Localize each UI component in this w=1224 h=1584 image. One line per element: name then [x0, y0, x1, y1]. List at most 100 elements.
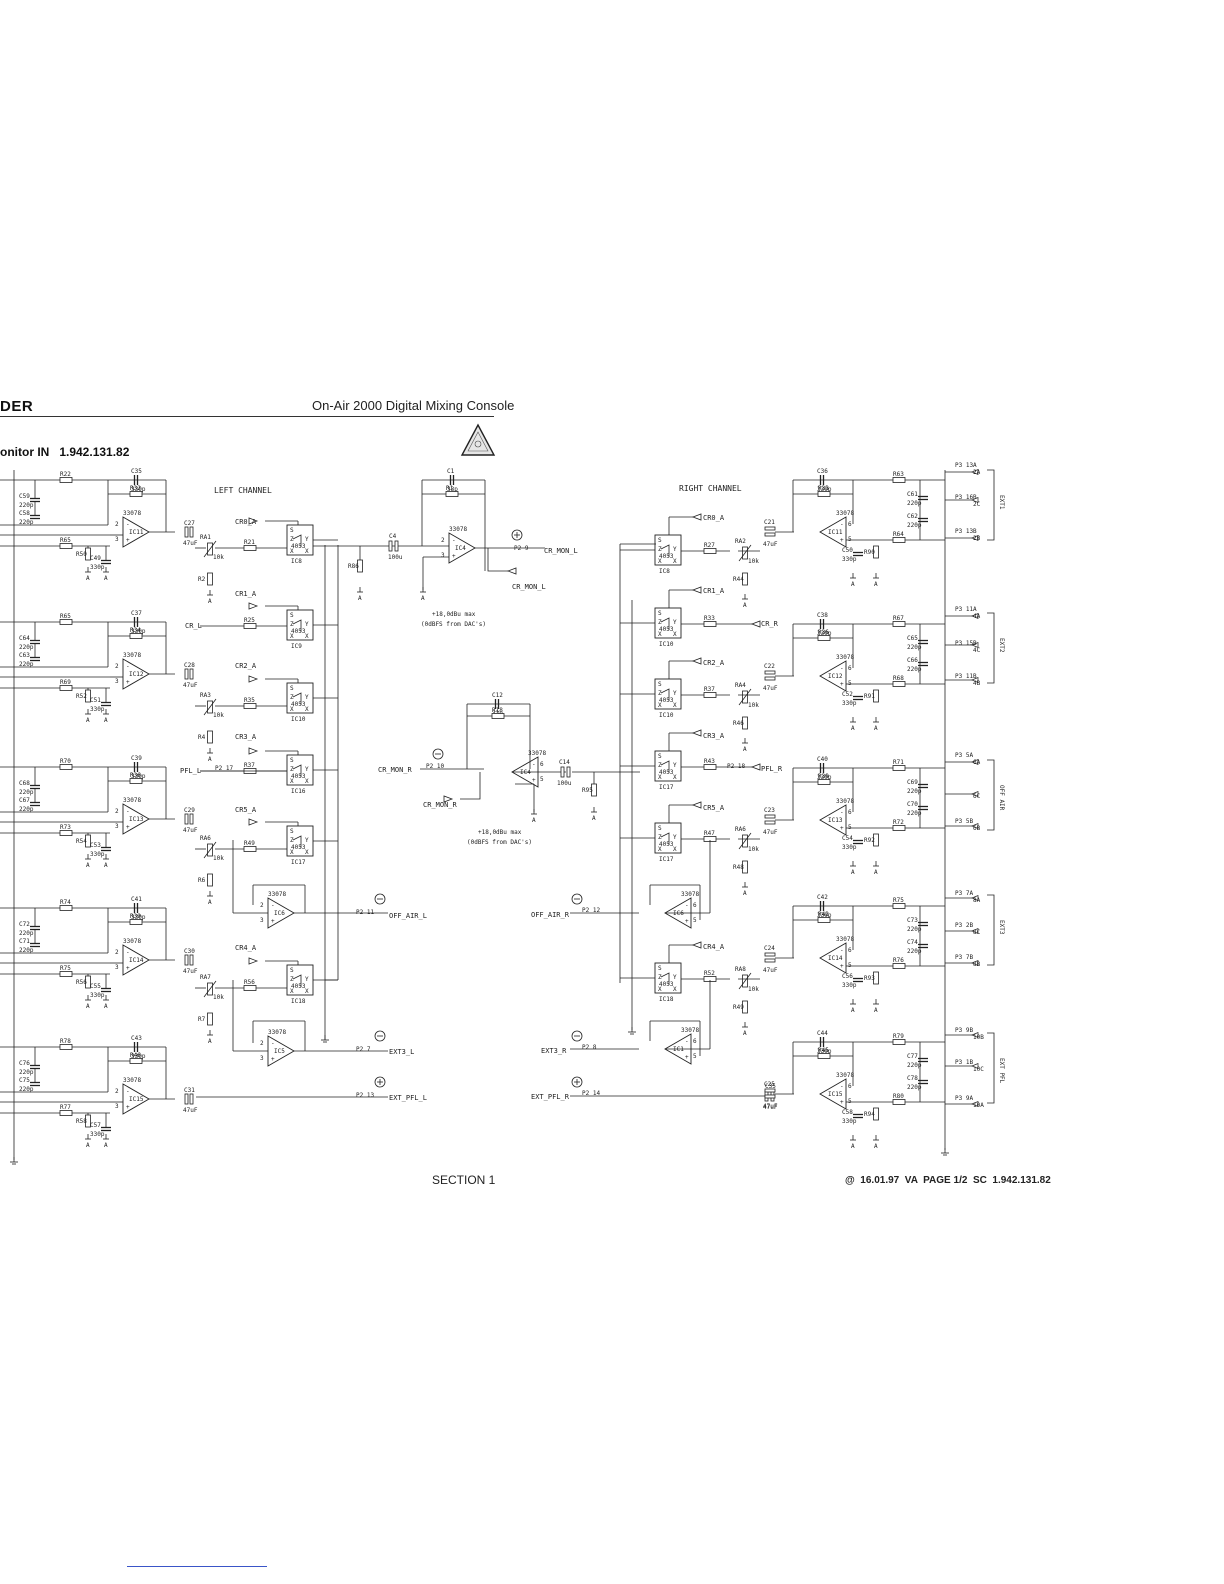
pin-label: X: [673, 846, 677, 853]
capacitor-value: 220p: [19, 789, 34, 796]
pin-label: Y: [305, 694, 309, 701]
capacitor: [764, 676, 776, 681]
capacitor-value: 47uF: [183, 540, 198, 547]
resistor: [129, 919, 143, 925]
connector-label: P2 14: [582, 1090, 600, 1097]
resistor-label: R76: [893, 957, 904, 964]
resistor-label: R72: [893, 819, 904, 826]
pin-label: 5: [848, 536, 852, 543]
pin-label: +: [840, 537, 844, 544]
capacitor-label: C29: [184, 807, 195, 814]
resistor-label: R94: [864, 1111, 875, 1118]
resistor: [243, 623, 257, 629]
resistor-label: R7: [198, 1016, 206, 1023]
connector-pin: [945, 1062, 979, 1070]
net-label: CR4_A: [703, 943, 725, 951]
capacitor-value: 330p: [131, 773, 146, 780]
resistor: [129, 491, 143, 497]
capacitor-value: 220p: [907, 788, 922, 795]
net-label: CR_MON_L: [544, 547, 578, 555]
ground-icon: A: [850, 717, 856, 732]
capacitor-value: 330p: [131, 486, 146, 493]
pin-label: 3: [260, 917, 264, 924]
opamp: [448, 532, 476, 564]
resistor-label: R22: [60, 471, 71, 478]
group-label: EXT2: [998, 638, 1005, 653]
hyperlink-underline[interactable]: [127, 1566, 267, 1567]
net-flag: [506, 567, 517, 575]
capacitor-value: 330p: [817, 1048, 832, 1055]
resistor: [742, 860, 748, 874]
ground-label: A: [592, 815, 596, 822]
switch-label: IC18: [291, 998, 306, 1005]
connector-label: P2 8: [582, 1044, 597, 1051]
pin-label: X: [305, 988, 309, 995]
capacitor-label: C74: [907, 939, 918, 946]
capacitor-label: C43: [131, 1035, 142, 1042]
resistor: [243, 985, 257, 991]
capacitor-value: 220p: [19, 519, 34, 526]
pin-label: -: [126, 1088, 130, 1095]
capacitor-label: C53: [90, 842, 101, 849]
net-flag: [248, 818, 259, 826]
plus-circle-icon: [374, 1076, 386, 1088]
pin-label: S: [290, 527, 294, 534]
connector-pin: [945, 758, 979, 766]
pin-label: +: [840, 1099, 844, 1106]
resistor: [892, 621, 906, 627]
left-switch-bank: SZXYX4053IC8RA110kR21R2ASZXYX4053IC9R25S…: [195, 517, 390, 1098]
pin-label: +: [126, 679, 130, 686]
capacitor: [184, 526, 189, 538]
connector-pin: [945, 959, 979, 967]
wire: [987, 759, 995, 831]
pin-label: Y: [305, 621, 309, 628]
pot-value: 10k: [748, 702, 759, 709]
pin-label: 2: [115, 949, 119, 956]
resistor-label: R56: [76, 979, 87, 986]
net-flag: [248, 602, 259, 610]
left-input-stage: R74R75C72220pC71220pC41330pR39IC1423-+33…: [0, 896, 198, 1010]
pin-label: 2: [260, 902, 264, 909]
pin-label: -: [532, 761, 536, 768]
connector-pin: [945, 790, 979, 798]
ground-label: A: [743, 602, 747, 609]
resistor: [892, 825, 906, 831]
pin-label: 5: [848, 680, 852, 687]
net-label: CR2_A: [235, 662, 257, 670]
ground-label: A: [874, 1143, 878, 1150]
resistor-label: R37: [244, 762, 255, 769]
resistor-label: R86: [348, 563, 359, 570]
part-number: 4053: [291, 773, 306, 780]
resistor: [817, 779, 831, 785]
resistor-label: R52: [704, 970, 715, 977]
capacitor-value: 220p: [907, 522, 922, 529]
wire: [987, 894, 995, 966]
capacitor-label: C24: [764, 945, 775, 952]
connector-pin: [945, 676, 979, 684]
part-number: 4053: [659, 697, 674, 704]
resistor: [59, 477, 73, 483]
analog-switch: [286, 825, 314, 857]
center-wiring: C4100uIC423-+33078C133pR1AIC465-+33078C1…: [388, 468, 640, 824]
ground-icon: A: [85, 1134, 91, 1149]
analog-switch: [286, 609, 314, 641]
part-number: 4053: [291, 543, 306, 550]
right-output-stage: C42330pR42R75IC1465-+33078C2447uFR76C563…: [763, 894, 945, 1014]
capacitor-label: C35: [765, 1083, 776, 1090]
ground-icon: A: [207, 891, 213, 906]
pot-label: RA6: [735, 826, 746, 833]
pin-label: Z: [658, 834, 662, 841]
capacitor-label: C64: [19, 635, 30, 642]
resistor: [817, 1053, 831, 1059]
resistor: [873, 971, 879, 985]
plus-circle-icon: [571, 1076, 583, 1088]
net-label: CR5_A: [703, 804, 725, 812]
capacitor-label: C37: [131, 610, 142, 617]
part-number: 33078: [836, 936, 854, 943]
part-number: 33078: [123, 938, 141, 945]
pin-label: 6: [848, 1083, 852, 1090]
resistor-label: R43: [704, 758, 715, 765]
resistor-label: R56: [244, 979, 255, 986]
net-label: PFL_R: [761, 765, 783, 773]
switch-label: IC17: [291, 859, 306, 866]
